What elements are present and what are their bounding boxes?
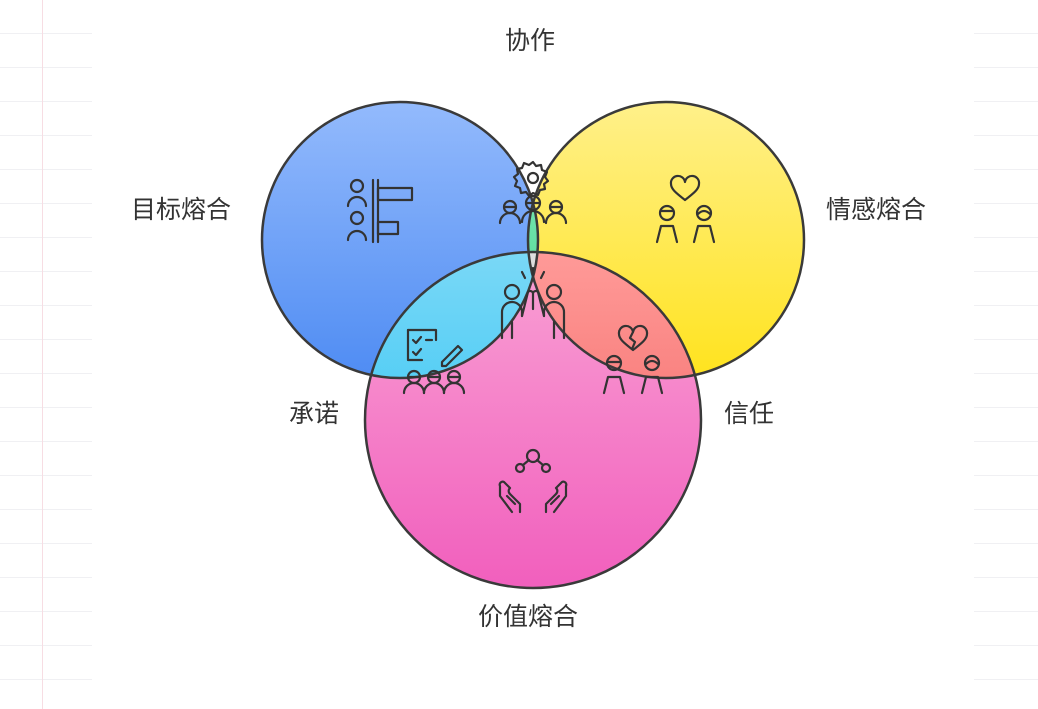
notebook-margin-line	[42, 0, 43, 709]
emotion-fusion-label: 情感熔合	[826, 195, 927, 224]
value-fusion-label: 价值熔合	[478, 602, 579, 631]
trust-label: 信任	[724, 399, 775, 428]
emotion-fusion-outline	[526, 100, 806, 380]
hands-network-icon	[498, 448, 568, 514]
gear-team-icon	[498, 160, 568, 225]
commitment-region	[365, 252, 538, 378]
trust-region	[528, 252, 701, 378]
goal-fusion-outline	[260, 100, 540, 380]
people-goal-bars-icon	[346, 178, 414, 244]
value-fusion-outline	[363, 250, 703, 590]
heart-couple-icon	[655, 174, 716, 244]
checklist-team-icon	[402, 328, 466, 395]
collaboration-label: 协作	[505, 26, 556, 55]
high-five-icon	[500, 266, 566, 340]
goal-fusion-label: 目标熔合	[131, 195, 232, 224]
commitment-label: 承诺	[289, 399, 340, 428]
broken-heart-couple-icon	[602, 324, 664, 395]
